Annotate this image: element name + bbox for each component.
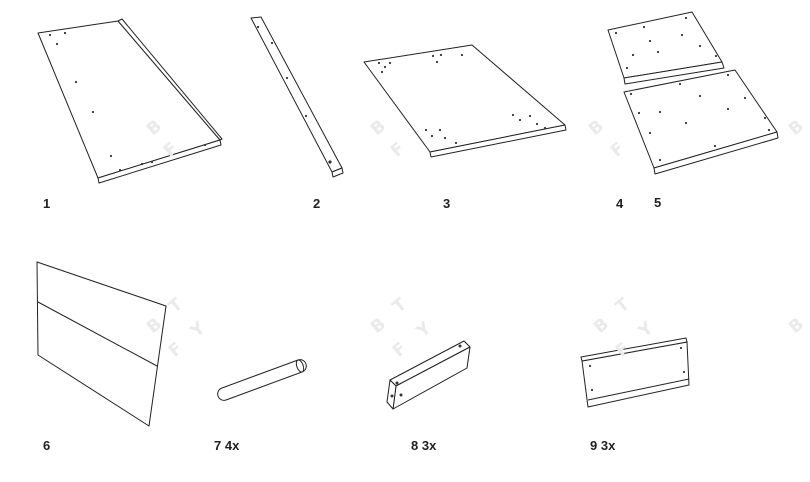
part-7-dowel	[217, 359, 307, 401]
part-label-7: 7 4x	[214, 438, 240, 453]
part-6-back-panel	[36, 261, 167, 427]
part-3-board	[363, 44, 567, 158]
part-9-strip	[580, 337, 690, 408]
part-5-shelf	[623, 69, 779, 175]
part-3-holes	[377, 53, 547, 145]
part-label-2: 2	[313, 196, 321, 211]
part-label-5: 5	[654, 195, 662, 210]
part-2-rail	[250, 16, 344, 178]
part-label-4: 4	[616, 196, 624, 211]
part-2-holes	[256, 25, 332, 164]
part-9-holes	[588, 346, 686, 392]
part-1-holes	[48, 31, 207, 172]
part-label-1: 1	[43, 196, 51, 211]
part-5-holes	[629, 73, 771, 162]
part-label-8: 8 3x	[411, 438, 437, 453]
part-4-holes	[614, 16, 718, 70]
part-label-6: 6	[43, 438, 51, 453]
part-8-bracket	[386, 340, 471, 410]
part-label-9: 9 3x	[590, 438, 616, 453]
part-8-holes	[390, 344, 462, 398]
part-4-shelf	[607, 11, 725, 85]
part-1-side-panel	[37, 18, 223, 184]
part-label-3: 3	[443, 196, 451, 211]
